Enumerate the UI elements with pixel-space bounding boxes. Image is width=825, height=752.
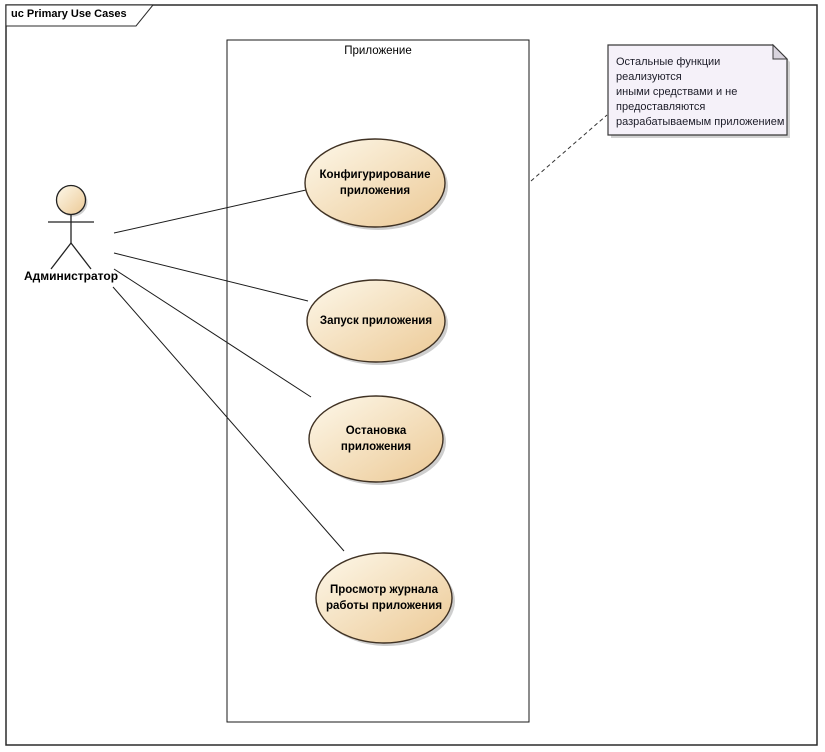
use-case-label-view-log: Просмотр журнала работы приложения (325, 584, 443, 612)
use-case-ellipse-stop[interactable] (308, 395, 444, 483)
actor-head (55, 184, 87, 216)
association-stop[interactable] (113, 268, 312, 398)
note-shape[interactable] (607, 44, 788, 136)
actor-left-leg (50, 242, 72, 270)
use-case-ellipse-configure[interactable] (304, 138, 446, 228)
use-case-label-start: Запуск приложения (319, 315, 433, 327)
actor-right-leg (70, 242, 92, 270)
association-start[interactable] (113, 252, 309, 302)
frame-title: uc Primary Use Cases (11, 8, 127, 20)
use-case-label-stop: Остановка приложения (340, 425, 412, 453)
note-link-line[interactable] (530, 114, 608, 182)
actor-label: Администратор (23, 269, 119, 283)
use-case-ellipse-view-log[interactable] (315, 552, 453, 644)
use-case-label-configure: Конфигурирование приложения (319, 169, 431, 197)
association-view-log[interactable] (112, 286, 345, 552)
system-boundary-label: Приложение (344, 45, 412, 57)
use-case-ellipse-start[interactable] (306, 279, 446, 363)
note-fold-corner (772, 43, 789, 60)
association-configure[interactable] (113, 189, 307, 234)
actor-figure[interactable] (48, 184, 94, 270)
note-text: Остальные функции реализуются иными сред… (616, 56, 785, 128)
frame-title-tab (5, 4, 155, 27)
